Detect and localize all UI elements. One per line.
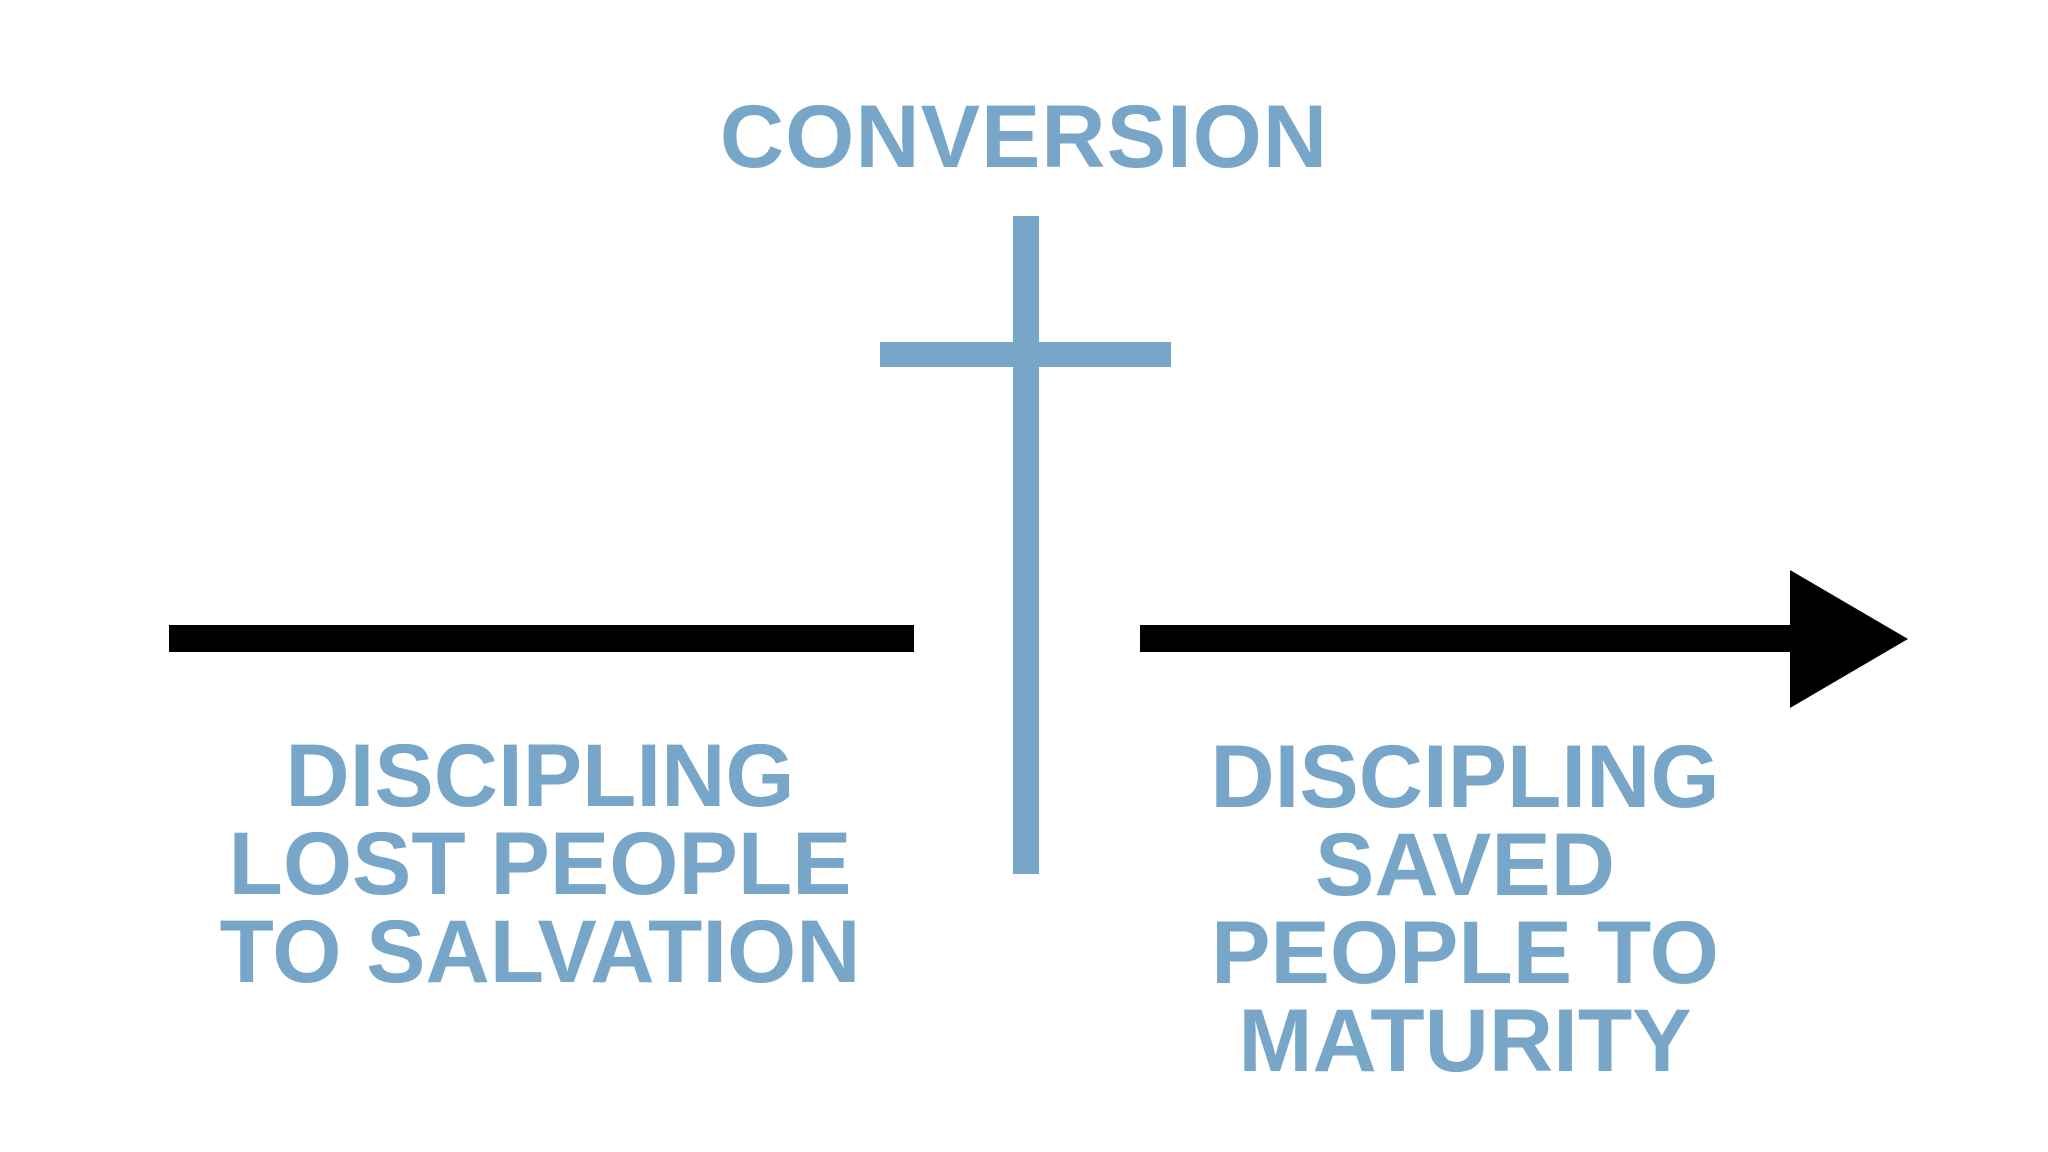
left-label-line-3: TO SALVATION [219, 901, 861, 1001]
cross-icon-horizontal-bar [880, 342, 1171, 367]
right-label-line-3: PEOPLE TO [1211, 902, 1719, 1002]
right-label: DISCIPLING SAVED PEOPLE TO MATURITY [1065, 726, 1865, 1090]
right-label-line-2: SAVED [1314, 814, 1616, 914]
right-label-line-4: MATURITY [1238, 990, 1692, 1090]
left-label-line-2: LOST PEOPLE [228, 813, 852, 913]
cross-icon-vertical-bar [1013, 216, 1039, 874]
right-arrow-head-icon [1790, 570, 1908, 708]
right-arrow-shaft [1140, 625, 1795, 652]
right-label-line-1: DISCIPLING [1210, 726, 1720, 826]
conversion-title: CONVERSION [719, 86, 1329, 186]
left-timeline-line [169, 625, 914, 652]
left-label-line-1: DISCIPLING [285, 725, 795, 825]
left-label: DISCIPLING LOST PEOPLE TO SALVATION [140, 725, 940, 1001]
